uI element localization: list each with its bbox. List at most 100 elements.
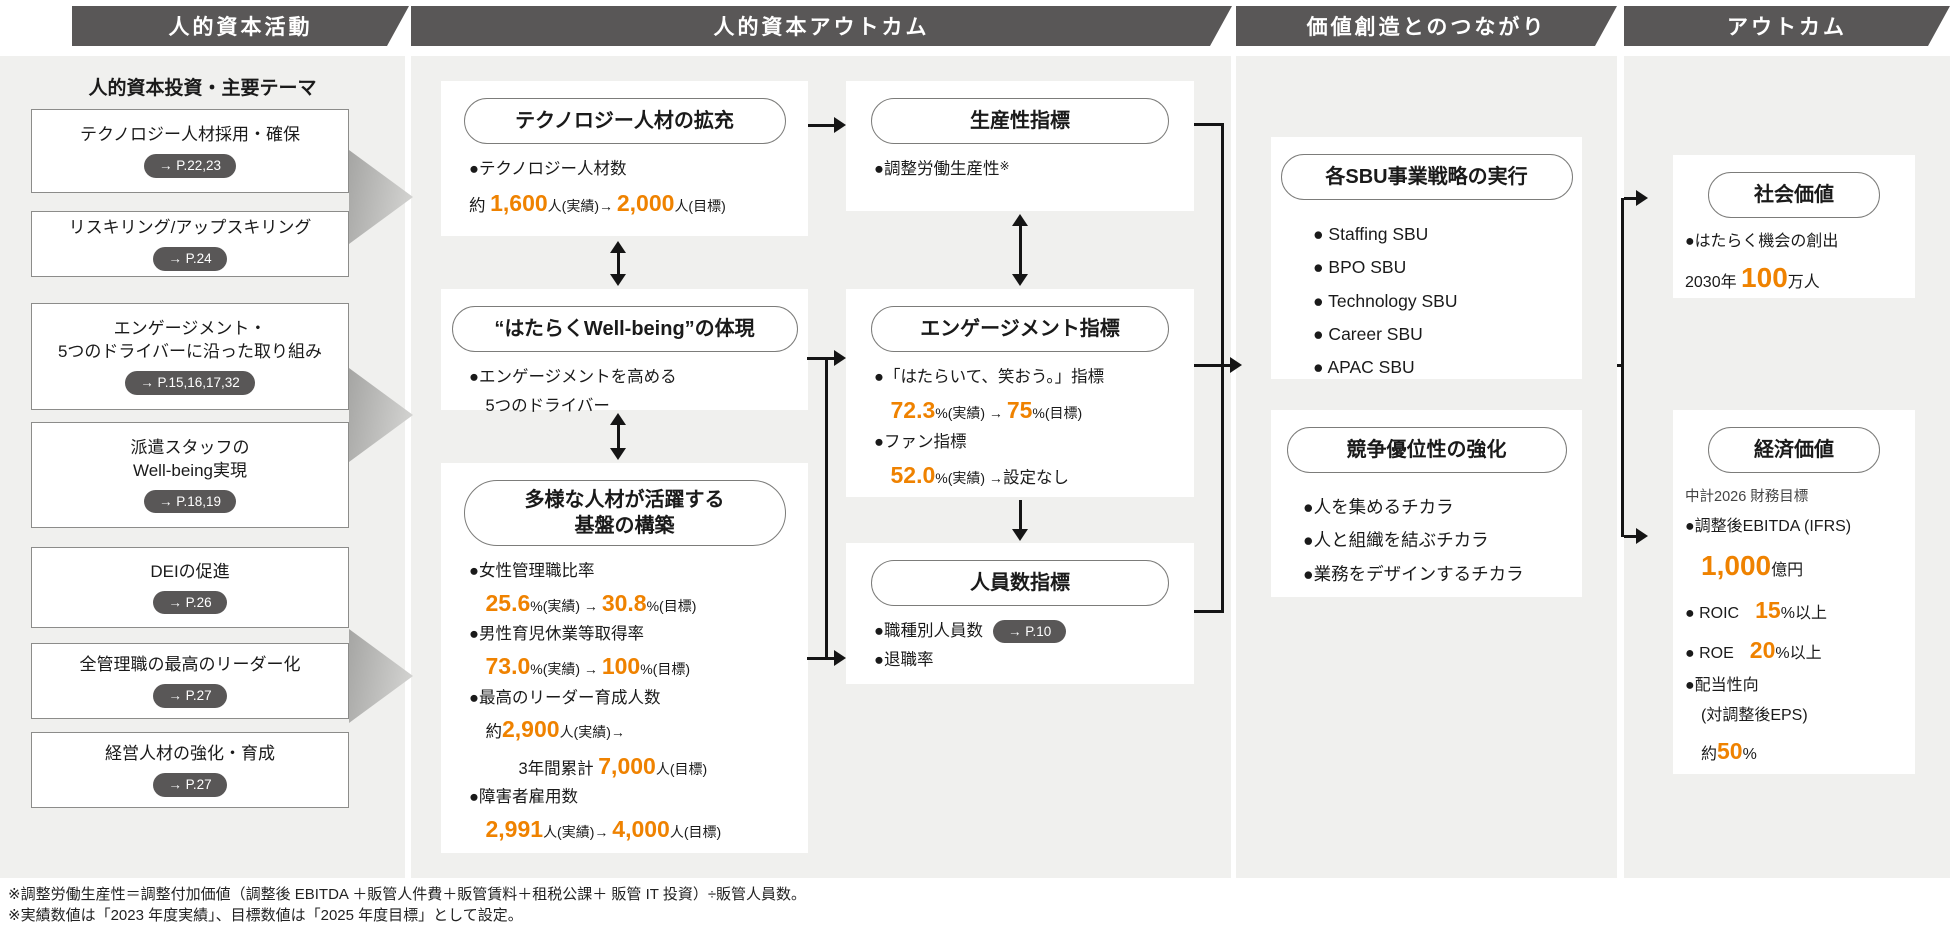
banner-value-creation-link: 価値創造とのつながり	[1236, 6, 1617, 46]
text-segment: %(目標)	[640, 661, 690, 677]
text-segment: 7,000	[598, 752, 656, 779]
metric-line: 約2,900人(実績)→	[469, 712, 792, 747]
double-arrow-vertical-icon	[610, 413, 626, 460]
connector-line	[1621, 198, 1624, 537]
connector-arrow-right-icon	[827, 350, 846, 366]
text-segment	[874, 404, 891, 422]
connector-line	[825, 357, 828, 660]
text-segment: %(実績) →	[530, 661, 602, 677]
page-badge[interactable]: → P.27	[153, 773, 227, 797]
card-body: ●テクノロジー人材数 約 1,600人(実績)→ 2,000人(目標)	[441, 144, 808, 220]
text-segment: ●「はたらいて、笑おう。」指標	[874, 368, 1105, 386]
activity-box-tech-hiring: テクノロジー人材採用・確保 → P.22,23	[31, 109, 349, 193]
text-segment: 人(目標)	[669, 824, 722, 840]
metric-line: ●退職率	[874, 648, 1178, 673]
activity-title: DEIの促進	[150, 561, 230, 581]
activity-box-dei: DEIの促進 → P.26	[31, 547, 349, 628]
page-badge[interactable]: → P.27	[153, 684, 227, 708]
connector-arrow-right-icon	[827, 650, 846, 666]
text-segment: 2,900	[502, 716, 560, 743]
activity-title: 派遣スタッフの Well-being実現	[130, 437, 250, 480]
metric-line: ●女性管理職比率	[469, 559, 792, 584]
connector-arrow-right-icon	[1624, 528, 1648, 544]
text-segment: 2030年	[1685, 274, 1742, 291]
card-body: 中計2026 財務目標 ●調整後EBITDA (IFRS) 1,000億円 ● …	[1673, 473, 1915, 768]
text-segment: 4,000	[612, 816, 670, 842]
card-productivity-indicator: 生産性指標 ●調整労働生産性※	[846, 81, 1194, 211]
text-segment: ●調整後EBITDA (IFRS)	[1685, 517, 1852, 535]
text-segment: 約	[469, 723, 503, 742]
text-segment: %以上	[1780, 604, 1827, 622]
metric-line: 3年間累計 7,000人(目標)	[469, 749, 792, 784]
list-item: ●人を集めるチカラ	[1303, 497, 1454, 517]
text-segment: %(実績) →	[935, 470, 1003, 486]
text-segment: 100	[1741, 262, 1788, 293]
text-segment: 人(目標)	[655, 760, 708, 777]
connector-line	[1194, 123, 1224, 126]
page-badge[interactable]: → P.15,16,17,32	[125, 371, 255, 395]
page-badge[interactable]: → P.22,23	[143, 154, 237, 178]
activity-box-leadership: 全管理職の最高のリーダー化 → P.27	[31, 643, 349, 719]
metric-line: 約50%	[1685, 734, 1911, 769]
connector-line	[807, 657, 827, 660]
text-segment: ●男性育児休業等取得率	[469, 625, 644, 644]
headcount-label: ●職種別人員数	[874, 619, 983, 644]
card-body: ●調整労働生産性※	[846, 144, 1194, 182]
activity-title: エンゲージメント・ 5つのドライバーに沿った取り組み	[57, 319, 323, 362]
card-title-pill: 多様な人材が活躍する 基盤の構築	[463, 480, 786, 546]
text-segment: 人(実績)→	[543, 824, 613, 840]
double-arrow-vertical-icon	[610, 241, 626, 286]
text-segment: 52.0	[890, 462, 936, 488]
metric-line: 72.3%(実績) → 75%(目標)	[874, 393, 1178, 428]
card-competitive-advantage: 競争優位性の強化 ●人を集めるチカラ ●人と組織を結ぶチカラ ●業務をデザインす…	[1271, 410, 1582, 597]
text-segment: 2,000	[616, 189, 675, 216]
card-title-pill: 生産性指標	[871, 98, 1169, 144]
list-item: ● BPO SBU	[1313, 257, 1407, 278]
list-item: ● Career SBU	[1313, 323, 1423, 344]
text-segment: ●調整労働生産性	[874, 160, 1000, 178]
text-segment: ●ファン指標	[874, 433, 967, 452]
list-item: ● Technology SBU	[1313, 290, 1458, 311]
text-segment: 人(実績)→	[559, 724, 625, 741]
banner-human-capital-outcomes: 人的資本アウトカム	[411, 6, 1232, 46]
page-badge[interactable]: → P.24	[153, 247, 227, 271]
text-segment: ※	[999, 159, 1010, 173]
page-badge[interactable]: → P.18,19	[143, 489, 237, 514]
page-badge[interactable]: → P.26	[153, 590, 227, 615]
text-segment: 30.8	[601, 589, 647, 616]
connector-line	[807, 357, 827, 360]
arrow-down-icon	[1012, 500, 1028, 541]
metric-line: ●「はたらいて、笑おう。」指標	[874, 365, 1178, 390]
subtitle: 中計2026 財務目標	[1685, 489, 1809, 505]
metric-line: 2030年 100万人	[1685, 257, 1909, 299]
card-headcount-indicator: 人員数指標 ●職種別人員数 → P.10 ●退職率	[846, 543, 1194, 684]
card-title-pill: 社会価値	[1708, 172, 1880, 218]
metric-line: 2,991人(実績)→ 4,000人(目標)	[469, 812, 792, 847]
text-segment: 73.0	[485, 653, 531, 679]
card-title-pill: 各SBU事業戦略の実行	[1280, 154, 1573, 200]
text-segment: ●職種別人員数	[874, 622, 983, 640]
activity-box-staff-wellbeing: 派遣スタッフの Well-being実現 → P.18,19	[31, 422, 349, 528]
text-segment: 万人	[1787, 274, 1820, 291]
text-segment: 5つのドライバー	[469, 396, 610, 415]
text-segment: 100	[601, 653, 641, 679]
card-engagement-indicator: エンゲージメント指標 ●「はたらいて、笑おう。」指標 72.3%(実績) → 7…	[846, 289, 1194, 497]
card-economic-value: 経済価値 中計2026 財務目標 ●調整後EBITDA (IFRS) 1,000…	[1673, 410, 1915, 774]
card-diverse-talent-foundation: 多様な人材が活躍する 基盤の構築 ●女性管理職比率 25.6%(実績) → 30…	[441, 463, 808, 853]
metric-line: 約 1,600人(実績)→ 2,000人(目標)	[469, 186, 792, 221]
activity-title: リスキリング/アップスキリング	[68, 218, 312, 238]
card-body: ● Staffing SBU ● BPO SBU ● Technology SB…	[1271, 200, 1582, 384]
text-segment: ●配当性向	[1685, 676, 1759, 694]
metric-line: 73.0%(実績) → 100%(目標)	[469, 649, 792, 684]
card-tech-talent-expansion: テクノロジー人材の拡充 ●テクノロジー人材数 約 1,600人(実績)→ 2,0…	[441, 81, 808, 236]
card-body: ●人を集めるチカラ ●人と組織を結ぶチカラ ●業務をデザインするチカラ	[1271, 473, 1582, 591]
text-segment: 1,000	[1701, 549, 1772, 581]
connector-line	[1194, 610, 1224, 613]
text-segment	[469, 660, 486, 678]
activity-title: 全管理職の最高のリーダー化	[79, 655, 301, 675]
page-badge[interactable]: → P.10	[992, 619, 1067, 644]
metric-line: ●調整労働生産性※	[874, 157, 1178, 182]
text-segment: 設定なし	[1002, 469, 1069, 487]
text-segment: ●障害者雇用数	[469, 788, 578, 807]
card-body: ●はたらく機会の創出 2030年 100万人	[1673, 218, 1915, 299]
